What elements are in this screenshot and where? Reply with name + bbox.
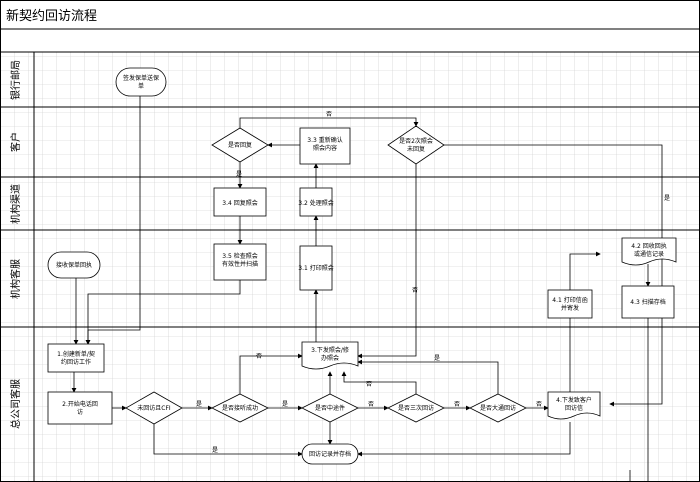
lane-label-bank: 银行邮局 [9, 60, 22, 100]
node-record-archive [301, 443, 359, 465]
node-twice-decision-text: 是否2次照会未回复 [399, 137, 433, 153]
connectors [71, 96, 663, 482]
node-collect-receipt-text: 4.2 回收回执或通信记录 [631, 242, 666, 258]
edge-label-no: 否 [256, 353, 262, 360]
edge-label-no: 否 [366, 381, 372, 388]
node-third-decision [387, 393, 445, 423]
lane-label-channel: 机构渠道 [9, 184, 22, 224]
node-reply-note [213, 187, 267, 217]
edge-label-no: 否 [454, 401, 460, 408]
node-fail-decision [125, 391, 183, 425]
node-receive-receipt [47, 251, 101, 279]
node-bigpass-decision [469, 393, 527, 423]
edge-label-no: 否 [536, 401, 542, 408]
node-connect-decision-text: 是否接听成功 [222, 404, 258, 412]
node-issue-letter [547, 391, 601, 420]
node-print-letter-text: 4.1 打印信函并寄发 [552, 296, 587, 312]
node-sign-policy-text: 签发保单送保单 [123, 74, 159, 90]
node-scan-archive-text: 4.3 扫描存档 [630, 298, 665, 306]
edge-label-no: 否 [326, 111, 332, 118]
node-issue-letter-text: 4.下发致客户回访信 [556, 396, 592, 412]
node-start-call-text: 2.开始电话回访 [62, 400, 98, 416]
node-handle-note [299, 187, 333, 217]
node-sign-policy [115, 67, 167, 97]
node-bigpass-decision-text: 是否大通回访 [480, 404, 516, 412]
node-create-task-text: 1.创建新单/契约回访工作 [57, 350, 95, 366]
node-connect-decision [211, 393, 269, 423]
node-collect-receipt [621, 237, 677, 266]
edge-label-no: 否 [412, 287, 418, 294]
node-scan-archive [621, 285, 675, 319]
node-handle-note-text: 3.2 处理照会 [298, 199, 333, 207]
lane-label-customer: 客户 [9, 132, 22, 152]
node-check-note [213, 243, 267, 281]
lane-labels: 银行邮局 客户 机构渠道 机构客服 总公司客服 [9, 60, 22, 429]
edge-label-yes: 是 [212, 447, 218, 454]
node-print-letter [547, 289, 593, 319]
edge-label-yes: 是 [434, 355, 440, 362]
node-middle-decision [301, 393, 359, 423]
lane-label-hq-service: 总公司客服 [9, 379, 22, 429]
node-reply-note-text: 3.4 回复照会 [222, 199, 257, 207]
edge-label-yes: 是 [282, 401, 288, 408]
node-third-decision-text: 是否三次回访 [398, 404, 434, 412]
edge-label-yes: 是 [236, 171, 242, 178]
flow-nodes: 签发保单送保单 是否回复 3.3 重新确认照会内容 是否2次照会未回复 3.4 … [47, 67, 677, 465]
node-start-call [47, 391, 113, 425]
node-reply-decision-text: 是否回复 [228, 141, 252, 149]
node-middle-decision-text: 是否中途件 [315, 404, 345, 412]
node-confirm-note [299, 127, 351, 165]
page-title: 新契约回访流程 [6, 9, 98, 24]
node-print-note [299, 245, 333, 291]
node-create-task [47, 343, 105, 373]
node-issue-note-text: 3.下发照会/修办照会 [311, 346, 349, 362]
swimlane-dividers [0, 52, 700, 482]
edge-labels: 否 是 否 是 是 是 否 否 否 否 是 否 是 [196, 111, 670, 454]
lane-label-branch-service: 机构客服 [9, 259, 22, 299]
node-record-archive-text: 回访记录并存档 [309, 450, 351, 458]
edge-label-no: 否 [368, 401, 374, 408]
edge-label-yes: 是 [196, 401, 202, 408]
node-fail-decision-text: 未回访且CFI [137, 404, 171, 412]
edge-label-yes: 是 [664, 195, 670, 202]
node-print-note-text: 3.1 打印照会 [298, 264, 333, 272]
node-check-note-text: 3.5 检查照会有效性并扫描 [222, 252, 258, 268]
node-reply-decision [211, 127, 269, 163]
node-confirm-note-text: 3.3 重新确认照会内容 [307, 136, 342, 152]
node-issue-note [301, 341, 359, 370]
node-twice-decision [387, 125, 445, 165]
node-receive-receipt-text: 接收保单回执 [56, 261, 92, 269]
